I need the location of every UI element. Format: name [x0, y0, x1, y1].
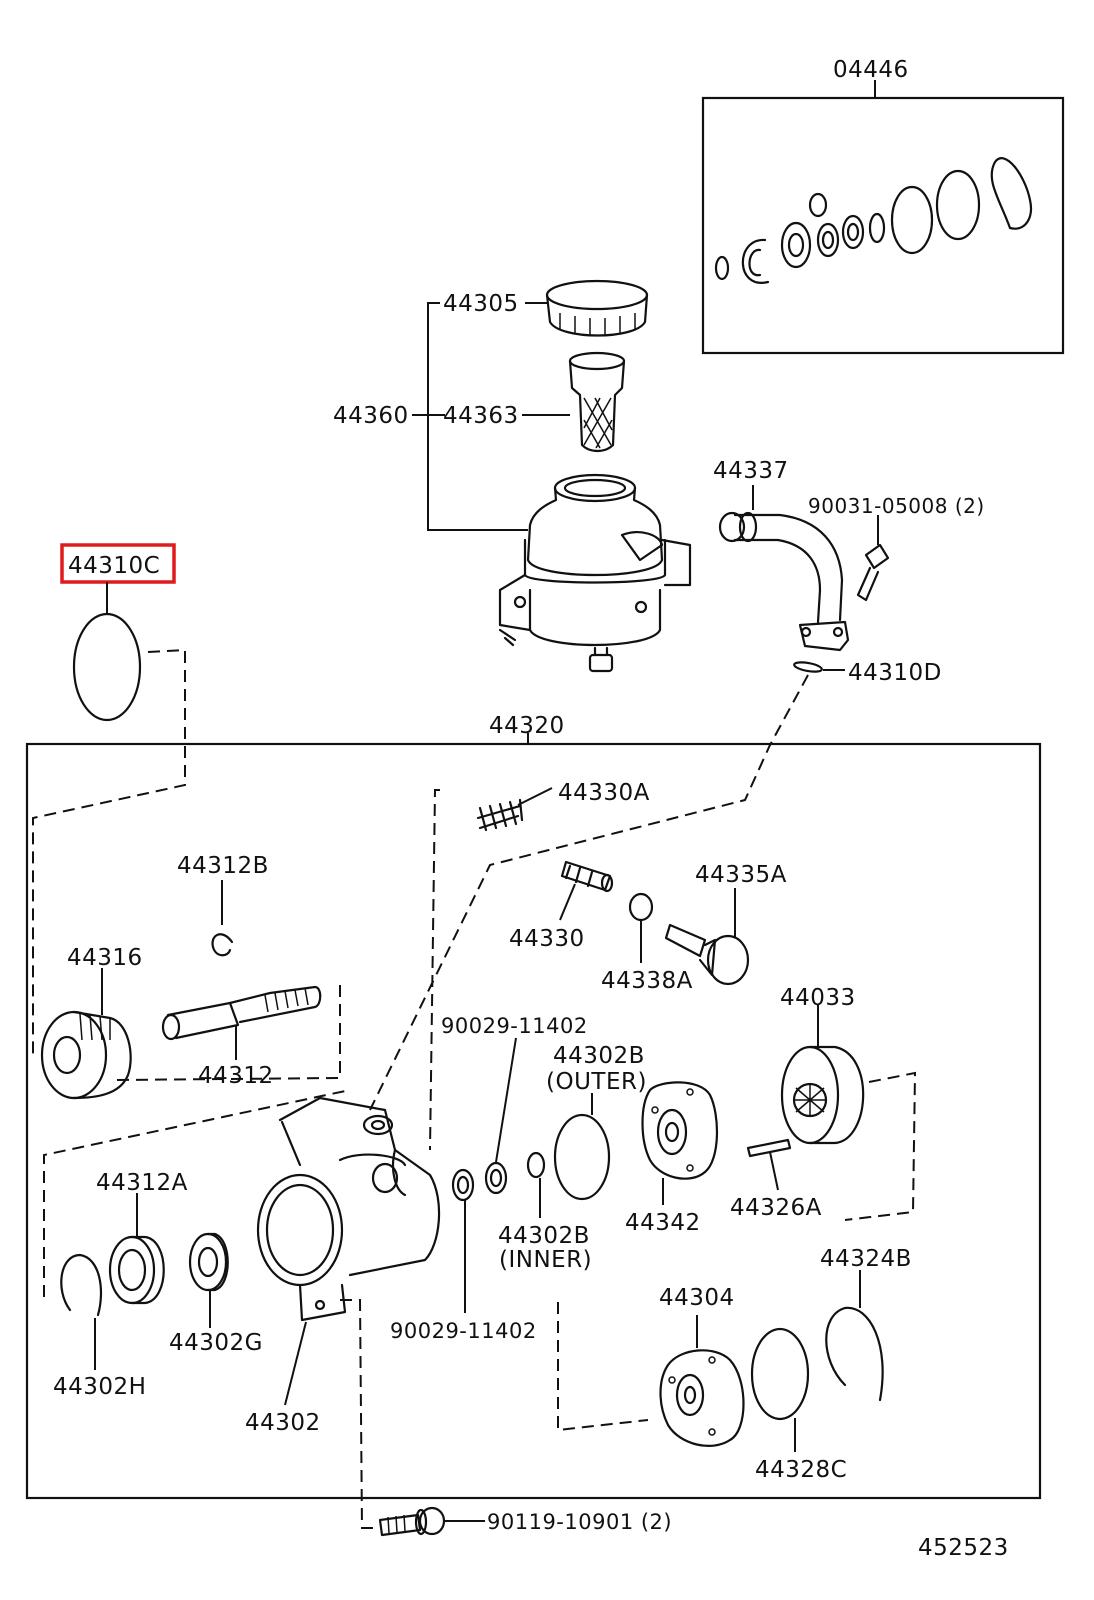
label-44304: 44304	[659, 1285, 735, 1311]
label-44328C: 44328C	[755, 1457, 847, 1483]
kit-04446[interactable]: 04446	[701, 57, 1065, 355]
flow-valve-44330-icon	[560, 860, 614, 893]
label-44312A: 44312A	[96, 1170, 188, 1196]
label-44316: 44316	[67, 945, 143, 971]
label-90029-11402-top: 90029-11402	[441, 1014, 588, 1038]
bolt-90119-icon	[378, 1506, 446, 1537]
spring-44330A-icon	[476, 798, 524, 832]
bolt-90119[interactable]: 90119-10901 (2)	[378, 1506, 672, 1537]
oring-44302B-outer-icon	[553, 1113, 611, 1201]
oring-44310C[interactable]: 44310C	[60, 543, 176, 722]
oring-44338A-icon	[628, 892, 654, 922]
reservoir-assembly[interactable]: 44305 44360 44363	[333, 279, 692, 673]
seal-kit-parts-icon	[714, 157, 1033, 284]
label-44302G: 44302G	[169, 1330, 263, 1356]
bearing-44312A-icon	[108, 1235, 165, 1305]
reservoir-filter-icon	[568, 351, 626, 453]
highlight-box	[60, 543, 176, 584]
snap-ring-44312B-icon	[211, 933, 234, 957]
label-44330: 44330	[509, 926, 585, 952]
diagram-id: 452523	[918, 1535, 1009, 1561]
label-inner: (INNER)	[499, 1247, 592, 1273]
label-04446: 04446	[833, 57, 909, 83]
label-44310D: 44310D	[848, 660, 942, 686]
label-90031-05008: 90031-05008 (2)	[808, 494, 985, 518]
label-44312B: 44312B	[177, 853, 269, 879]
rear-plate-44304-icon	[659, 1349, 745, 1447]
label-44324B: 44324B	[820, 1246, 912, 1272]
label-44033: 44033	[780, 985, 856, 1011]
label-44312: 44312	[198, 1063, 274, 1089]
label-90029-11402-bottom: 90029-11402	[390, 1319, 537, 1343]
shaft-44312-icon	[161, 985, 322, 1041]
side-plate-44342-icon	[641, 1081, 718, 1180]
reservoir-cap-icon	[545, 279, 649, 337]
snap-ring-44302H-icon	[60, 1253, 102, 1317]
reservoir-tank-icon	[498, 473, 692, 673]
gasket-44310D-icon	[793, 661, 823, 673]
suction-pipe-icon	[718, 511, 850, 652]
label-44310C: 44310C	[68, 553, 160, 579]
label-44330A: 44330A	[558, 780, 650, 806]
oring-44302B-inner-icon	[526, 1151, 546, 1179]
pump-assembly-44320[interactable]: 44320 44330A 44330 44338A	[25, 648, 1042, 1529]
label-44302H: 44302H	[53, 1374, 146, 1400]
oring-44328C-icon	[750, 1327, 810, 1421]
label-44337: 44337	[713, 458, 789, 484]
washer-90029-icon	[451, 1161, 508, 1202]
label-44338A: 44338A	[601, 968, 693, 994]
bolt-90031-icon	[856, 543, 890, 602]
label-44335A: 44335A	[695, 862, 787, 888]
label-44302B-outer: 44302B	[553, 1043, 645, 1069]
suction-port-assembly[interactable]: 44337 90031-05008 (2) 44310D	[713, 458, 985, 686]
label-44302B-inner: 44302B	[498, 1223, 590, 1249]
label-44302: 44302	[245, 1410, 321, 1436]
snap-ring-44324B-icon	[825, 1306, 884, 1402]
oil-seal-44302G-icon	[188, 1232, 229, 1292]
cam-ring-44033-icon	[780, 1045, 865, 1145]
label-90119-10901: 90119-10901 (2)	[487, 1510, 672, 1534]
pin-44326A-icon	[746, 1138, 792, 1158]
label-44342: 44342	[625, 1210, 701, 1236]
label-44326A: 44326A	[730, 1195, 822, 1221]
label-outer: (OUTER)	[546, 1069, 647, 1095]
oring-44310C-icon	[72, 612, 142, 722]
label-44320: 44320	[489, 713, 565, 739]
gear-44316-icon	[40, 1010, 132, 1100]
kit-box	[701, 96, 1065, 355]
pump-box	[25, 742, 1042, 1500]
label-44360: 44360	[333, 403, 409, 429]
label-44363: 44363	[443, 403, 519, 429]
pump-body-44302-icon	[256, 1096, 441, 1322]
plug-44335A-icon	[664, 923, 750, 986]
label-44305: 44305	[443, 291, 519, 317]
